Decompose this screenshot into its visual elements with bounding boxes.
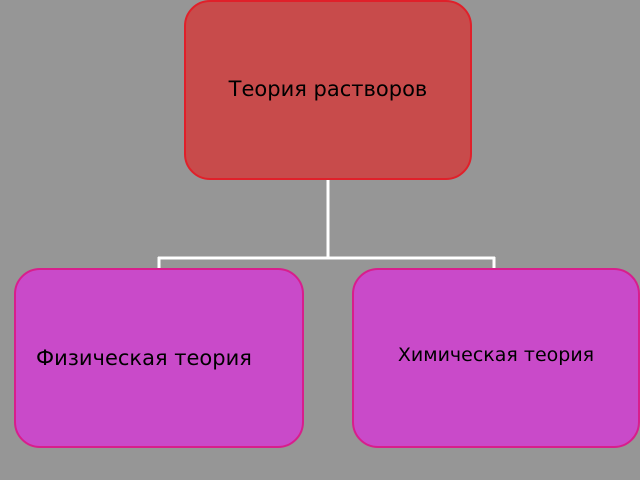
root-node: Теория растворов — [184, 0, 472, 180]
child-node-physical-label: Физическая теория — [36, 346, 252, 370]
child-node-chemical-label: Химическая теория — [397, 344, 595, 366]
child-node-chemical: Химическая теория — [352, 268, 640, 448]
root-node-label: Теория растворов — [228, 77, 428, 101]
child-node-physical: Физическая теория — [14, 268, 304, 448]
